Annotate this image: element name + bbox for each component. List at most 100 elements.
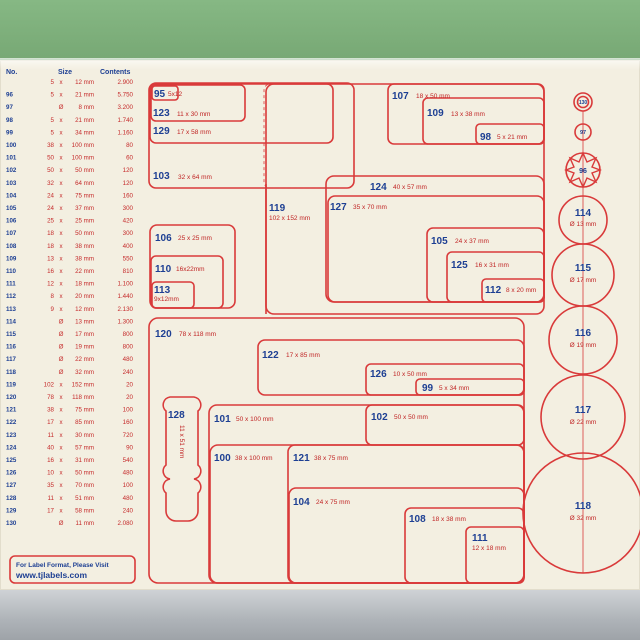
row-width: 32 xyxy=(47,180,54,187)
row-sep: x xyxy=(59,180,63,187)
row-no: 100 xyxy=(6,142,17,149)
row-sep: x xyxy=(59,381,63,388)
row-contents: 160 xyxy=(123,192,134,199)
label-103-num: 103 xyxy=(153,171,170,182)
row-sep: x xyxy=(59,255,63,262)
row-length: 8 mm xyxy=(79,104,94,111)
row-no: 112 xyxy=(6,293,17,300)
row-sep: Ø xyxy=(59,104,64,111)
row-no: 108 xyxy=(6,243,17,250)
label-127-size: 35 x 70 mm xyxy=(353,204,387,211)
circle-116-size: Ø 19 mm xyxy=(570,342,597,349)
row-contents: 20 xyxy=(126,394,133,401)
circle-117-num: 117 xyxy=(575,405,592,416)
row-contents: 720 xyxy=(123,432,134,439)
row-contents: 3.200 xyxy=(118,104,134,111)
row-length: 100 mm xyxy=(72,142,94,149)
row-length: 21 mm xyxy=(75,117,94,124)
row-sep: Ø xyxy=(59,318,64,325)
row-width: 5 xyxy=(51,117,55,124)
row-sep: x xyxy=(59,155,63,162)
row-no: 111 xyxy=(6,281,16,288)
label-98-size: 5 x 21 mm xyxy=(497,134,527,141)
row-length: 22 mm xyxy=(75,268,94,275)
footer-line1: For Label Format, Please Visit xyxy=(16,562,110,569)
row-width: 13 xyxy=(47,255,54,262)
row-contents: 2.080 xyxy=(118,520,134,527)
row-contents: 400 xyxy=(123,243,134,250)
circle-130-inner xyxy=(576,95,590,109)
row-no: 99 xyxy=(6,129,13,136)
label-95-size: 5x12 xyxy=(168,91,182,98)
label-126-size: 10 x 50 mm xyxy=(393,371,427,378)
row-length: 75 mm xyxy=(75,192,94,199)
row-width: 35 xyxy=(47,482,54,489)
row-no: 117 xyxy=(6,356,17,363)
label-99-num: 99 xyxy=(422,383,434,394)
row-length: 64 mm xyxy=(75,180,94,187)
label-127-num: 127 xyxy=(330,202,347,213)
outline-99 xyxy=(415,378,525,396)
row-length: 38 mm xyxy=(75,255,94,262)
row-length: 37 mm xyxy=(75,205,94,212)
row-no: 103 xyxy=(6,180,17,187)
row-width: 50 xyxy=(47,155,54,162)
row-sep: x xyxy=(59,457,63,464)
row-contents: 2.900 xyxy=(118,79,134,86)
label-106-size: 25 x 25 mm xyxy=(178,235,212,242)
label-104-num: 104 xyxy=(293,497,310,508)
row-no: 119 xyxy=(6,381,17,388)
row-length: 12 mm xyxy=(75,306,94,313)
row-sep: x xyxy=(59,495,63,502)
label-122-size: 17 x 85 mm xyxy=(286,352,320,359)
label-120-num: 120 xyxy=(155,329,172,340)
outline-111 xyxy=(465,526,525,584)
outline-128 xyxy=(162,396,202,522)
label-112-num: 112 xyxy=(485,285,502,296)
row-width: 16 xyxy=(47,268,54,275)
row-length: 118 mm xyxy=(72,394,94,401)
label-119-size: 102 x 152 mm xyxy=(269,215,310,222)
row-length: 50 mm xyxy=(75,230,94,237)
row-width: 12 xyxy=(47,281,54,288)
row-no: 113 xyxy=(6,306,17,313)
row-length: 70 mm xyxy=(75,482,94,489)
row-sep: x xyxy=(59,281,63,288)
label-108-num: 108 xyxy=(409,514,426,525)
row-length: 51 mm xyxy=(75,495,94,502)
row-no: 121 xyxy=(6,407,17,414)
row-length: 75 mm xyxy=(75,407,94,414)
footer-line2[interactable]: www.tjlabels.com xyxy=(15,570,87,580)
row-contents: 120 xyxy=(123,180,134,187)
row-width: 16 xyxy=(47,457,54,464)
circle-114-num: 114 xyxy=(575,208,592,219)
circle-118 xyxy=(522,452,640,574)
row-sep: x xyxy=(59,79,63,86)
row-contents: 5.750 xyxy=(118,92,134,99)
row-sep: x xyxy=(59,444,63,451)
row-length: 152 mm xyxy=(72,381,94,388)
row-sep: x xyxy=(59,268,63,275)
circle-117-size: Ø 22 mm xyxy=(570,419,597,426)
outline-123 xyxy=(150,84,246,122)
row-no: 115 xyxy=(6,331,17,338)
label-129-num: 129 xyxy=(153,126,170,137)
row-contents: 540 xyxy=(123,457,134,464)
label-105-size: 24 x 37 mm xyxy=(455,238,489,245)
row-length: 38 mm xyxy=(75,243,94,250)
label-98-num: 98 xyxy=(480,132,492,143)
row-contents: 100 xyxy=(123,482,134,489)
label-110-size: 16x22mm xyxy=(176,266,205,273)
table-header-contents: Contents xyxy=(100,69,130,76)
row-length: 22 mm xyxy=(75,356,94,363)
label-112-size: 8 x 20 mm xyxy=(506,287,536,294)
